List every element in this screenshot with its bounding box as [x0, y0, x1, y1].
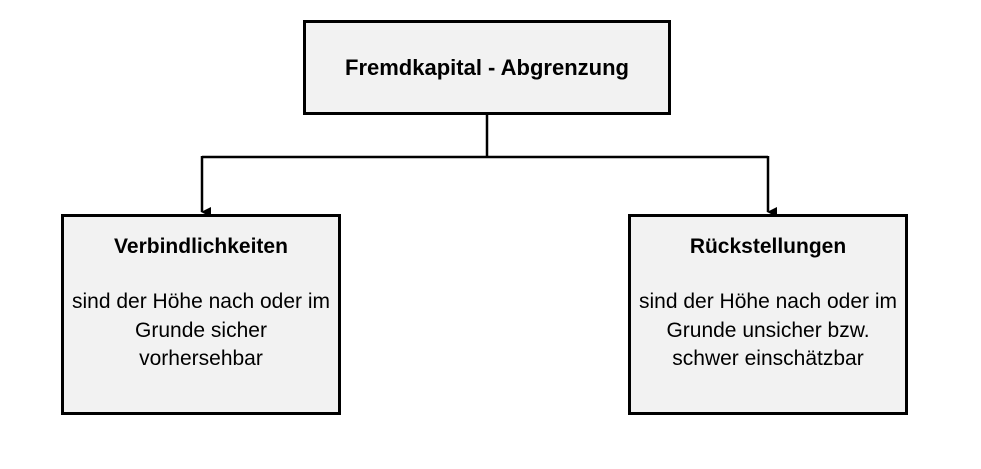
node-verbindlichkeiten: Verbindlichkeiten sind der Höhe nach ode…: [61, 214, 341, 415]
root-title: Fremdkapital - Abgrenzung: [345, 54, 629, 80]
node-description: sind der Höhe nach oder im Grunde sicher…: [72, 290, 330, 370]
node-rueckstellungen: Rückstellungen sind der Höhe nach oder i…: [628, 214, 908, 415]
root-node: Fremdkapital - Abgrenzung: [303, 20, 671, 115]
node-heading: Rückstellungen: [689, 235, 847, 258]
node-description: sind der Höhe nach oder im Grunde unsich…: [639, 290, 897, 370]
node-heading: Verbindlichkeiten: [114, 235, 288, 258]
